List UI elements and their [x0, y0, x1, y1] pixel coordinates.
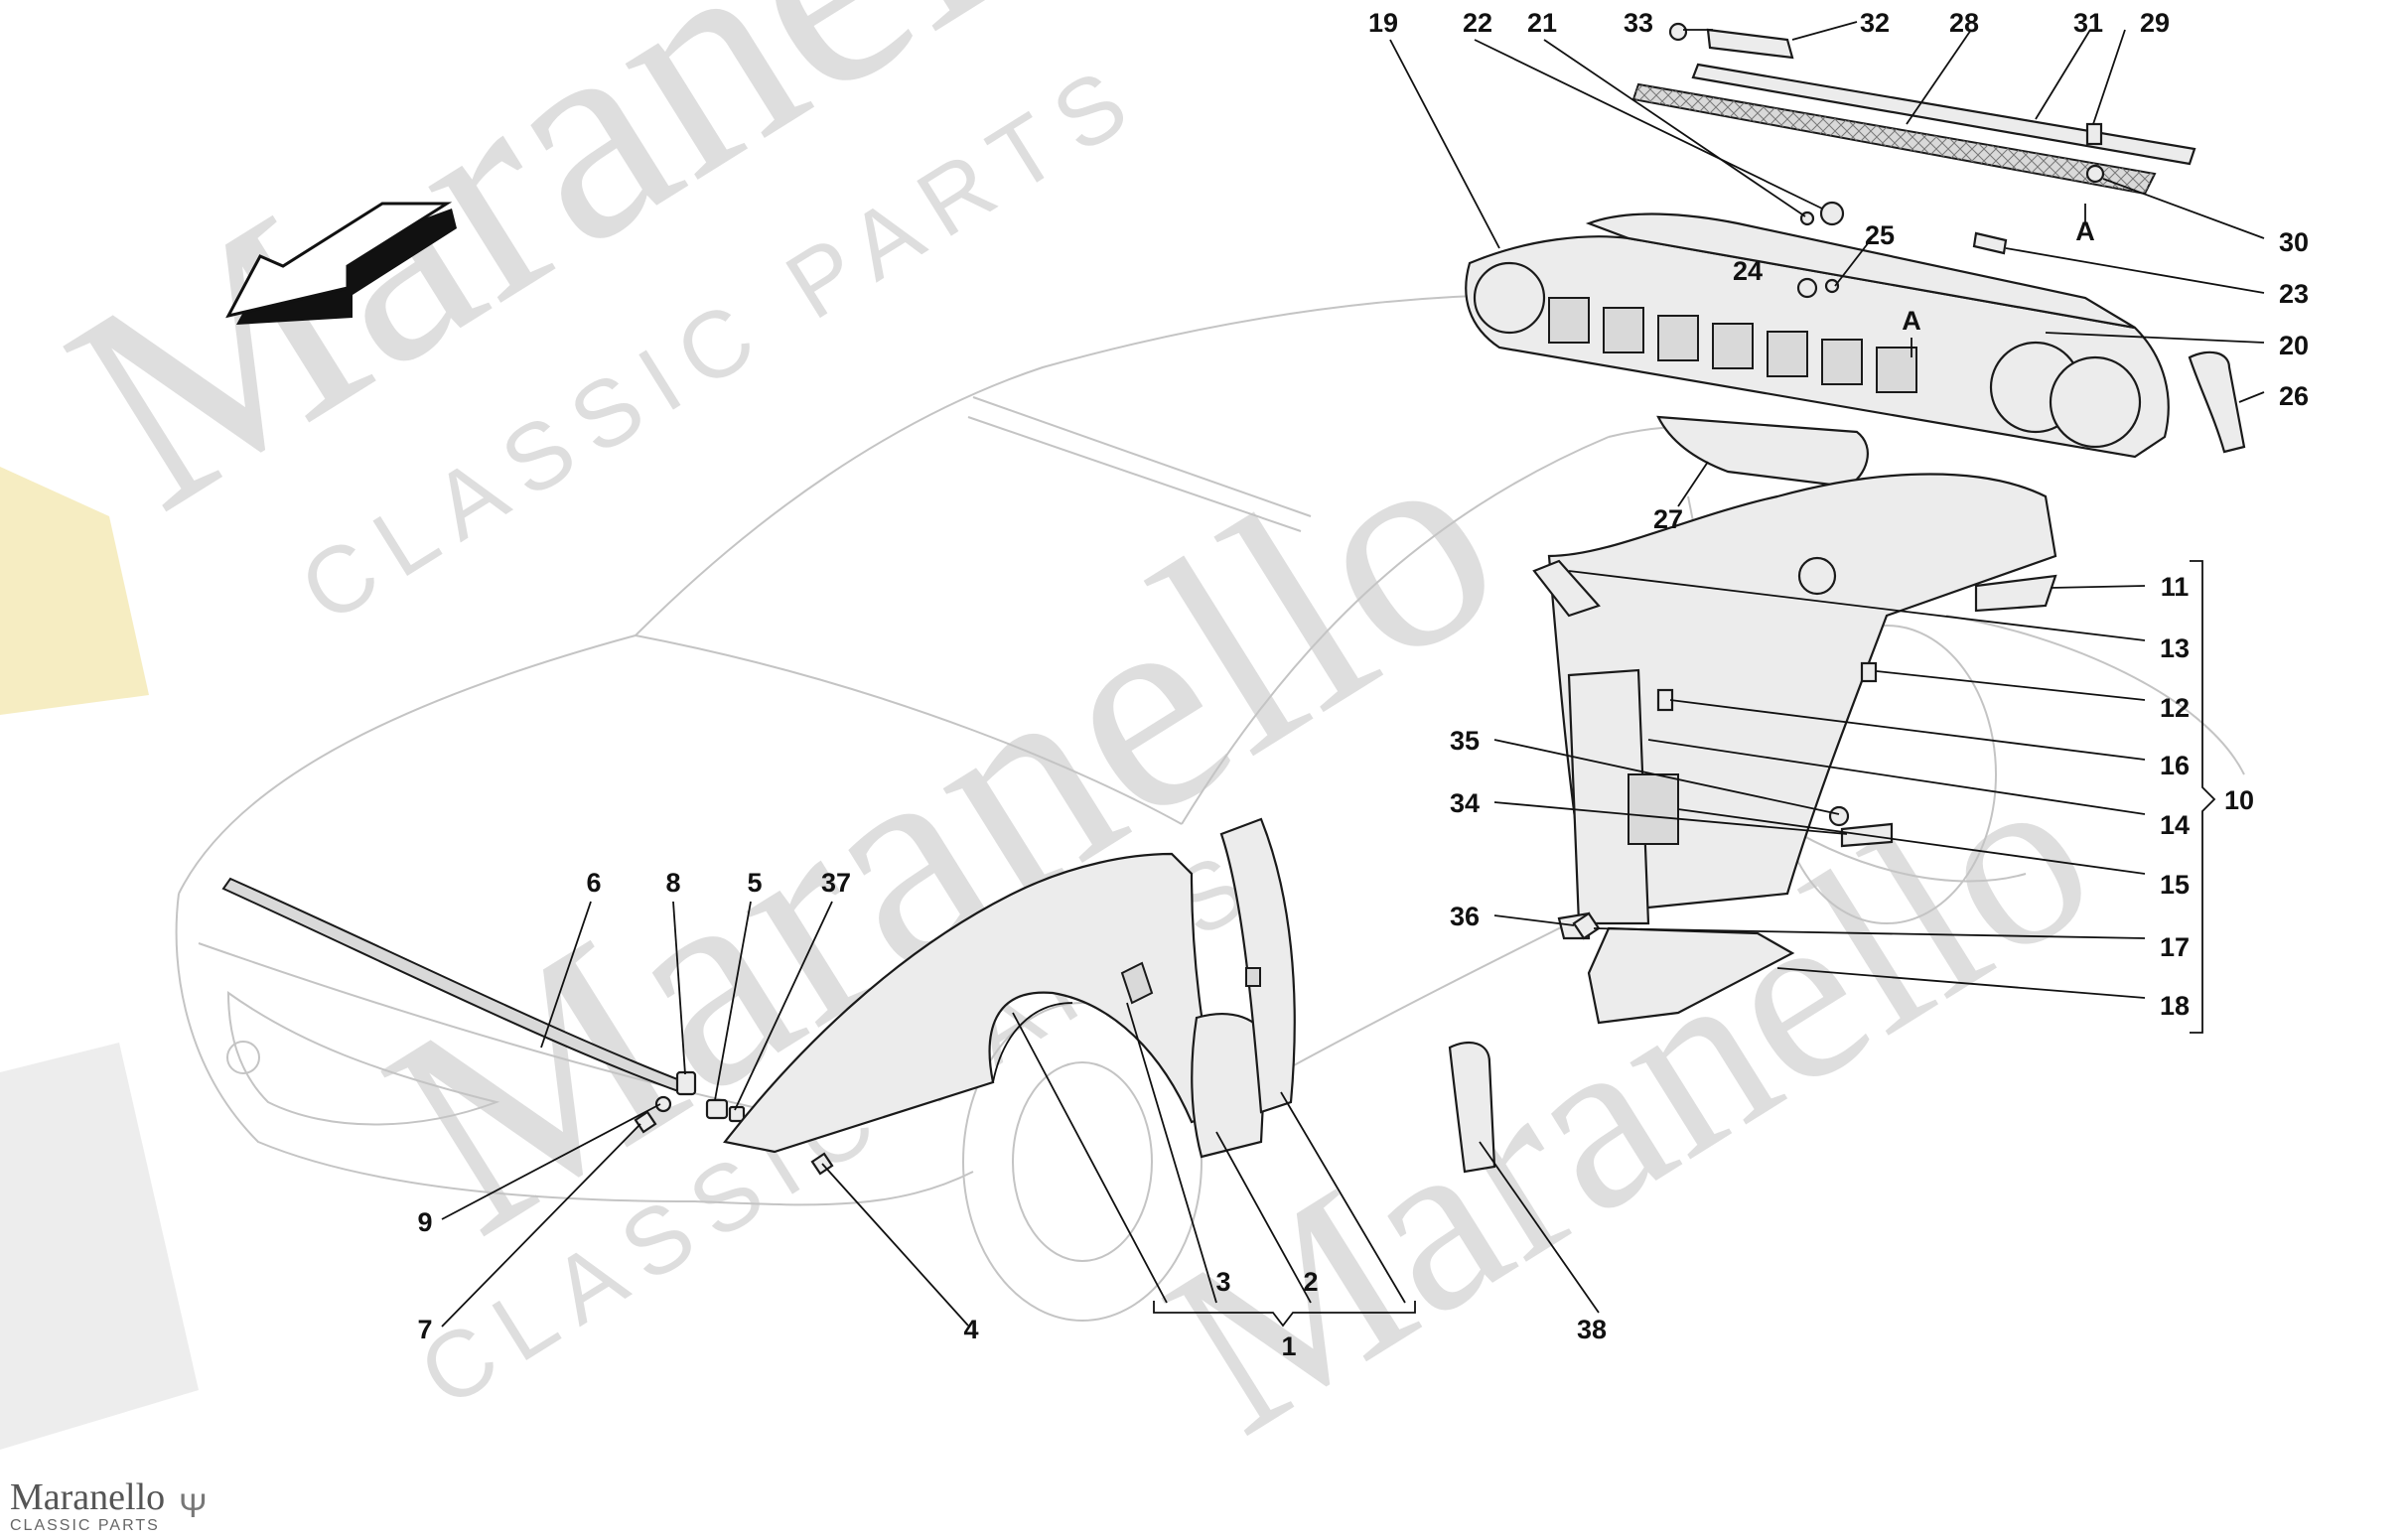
callout-7: 7	[417, 1315, 432, 1344]
section-marker-a-2: A	[1902, 306, 1921, 336]
callout-11: 11	[2161, 572, 2190, 602]
callout-35: 35	[1450, 726, 1480, 756]
shield-badge-icon	[0, 467, 149, 715]
callout-33: 33	[1624, 8, 1653, 38]
part-8-clip	[675, 1070, 697, 1096]
rear-fasteners	[1572, 805, 1894, 940]
part-27-air-duct	[1656, 415, 1869, 489]
part-7-screw	[634, 1110, 657, 1134]
direction-arrow-icon	[225, 202, 457, 325]
part-29-bolt	[2085, 122, 2103, 146]
part-25-washer	[1824, 278, 1840, 294]
part-1-group-bracket	[1153, 1301, 1416, 1328]
part-32-bracket	[1706, 28, 1794, 60]
callout-26: 26	[2279, 381, 2309, 411]
callout-24: 24	[1733, 256, 1763, 286]
part-22-grommet	[1819, 201, 1845, 226]
callout-17: 17	[2160, 932, 2190, 962]
callout-32: 32	[1860, 8, 1890, 38]
callout-36: 36	[1450, 902, 1480, 931]
callout-18: 18	[2160, 991, 2190, 1021]
footer-brand-sub: CLASSIC PARTS	[10, 1517, 160, 1534]
part-33-nut	[1668, 22, 1688, 42]
callout-19: 19	[1368, 8, 1398, 38]
callout-27: 27	[1653, 504, 1683, 534]
part-37-clip	[728, 1105, 746, 1123]
callout-30: 30	[2279, 227, 2309, 257]
callout-12: 12	[2160, 693, 2190, 723]
callout-5: 5	[747, 868, 762, 898]
part-31-rail	[1691, 63, 2196, 166]
part-30-washer	[2085, 164, 2105, 184]
callout-1: 1	[1281, 1331, 1296, 1361]
rear-grille-openings	[1548, 297, 1917, 393]
callout-22: 22	[1463, 8, 1492, 38]
callout-38: 38	[1577, 1315, 1607, 1344]
callout-15: 15	[2160, 870, 2190, 900]
part-10-group-bracket	[2190, 560, 2216, 1034]
callout-14: 14	[2160, 810, 2190, 840]
callout-34: 34	[1450, 788, 1480, 818]
horse-badge-icon	[0, 1043, 199, 1450]
footer-brand: Maranello CLASSIC PARTS Ψ	[10, 1477, 208, 1535]
part-19-rear-panel	[1465, 212, 2170, 459]
part-35-bushing	[1828, 805, 1850, 827]
part-3-patch	[1120, 961, 1154, 1005]
callout-31: 31	[2073, 8, 2103, 38]
top-hardware	[1668, 22, 2105, 299]
callout-16: 16	[2160, 751, 2190, 780]
section-marker-a-1: A	[2075, 216, 2095, 246]
part-24-nut	[1796, 277, 1818, 299]
car-outline	[175, 293, 2245, 1322]
callout-25: 25	[1865, 220, 1895, 250]
part-15-insert	[1628, 773, 1679, 845]
callout-23: 23	[2279, 279, 2309, 309]
callout-2: 2	[1303, 1267, 1318, 1297]
callout-8: 8	[665, 868, 680, 898]
part-23-latch	[1972, 231, 2008, 255]
part-5-clip	[705, 1098, 729, 1120]
part-2-inner-liner	[1191, 1013, 1268, 1159]
callout-21: 21	[1527, 8, 1557, 38]
callout-29: 29	[2140, 8, 2170, 38]
callout-6: 6	[586, 868, 601, 898]
part-26-trim	[2188, 350, 2246, 454]
part-13-bracket	[1532, 559, 1601, 618]
callout-9: 9	[417, 1207, 432, 1237]
part-1-front-fender	[723, 852, 1223, 1154]
callout-13: 13	[2160, 633, 2190, 663]
side-badges	[0, 467, 199, 1450]
footer-brand-name: Maranello	[10, 1476, 166, 1518]
part-11-trim	[1974, 574, 2057, 613]
part-9-screw	[654, 1095, 672, 1113]
callout-labels: 19 22 21 33 32 28 31 29 30 25 24 23 20 2…	[417, 8, 2309, 1361]
part-18-support	[1587, 926, 1795, 1025]
callout-10: 10	[2224, 785, 2254, 815]
callout-28: 28	[1949, 8, 1979, 38]
part-1-wheelhouse-strip	[1219, 817, 1296, 1114]
callout-37: 37	[821, 868, 851, 898]
callout-3: 3	[1215, 1267, 1230, 1297]
part-16-bracket	[1656, 688, 1674, 712]
part-38-trim	[1448, 1041, 1496, 1174]
leader-lines	[441, 21, 2265, 1328]
callout-4: 4	[963, 1315, 978, 1344]
section-markers: A A	[1902, 204, 2095, 357]
trident-icon: Ψ	[179, 1486, 208, 1525]
part-12-clip	[1860, 661, 1878, 683]
part-14-side-panel	[1567, 668, 1650, 925]
callout-20: 20	[2279, 331, 2309, 360]
